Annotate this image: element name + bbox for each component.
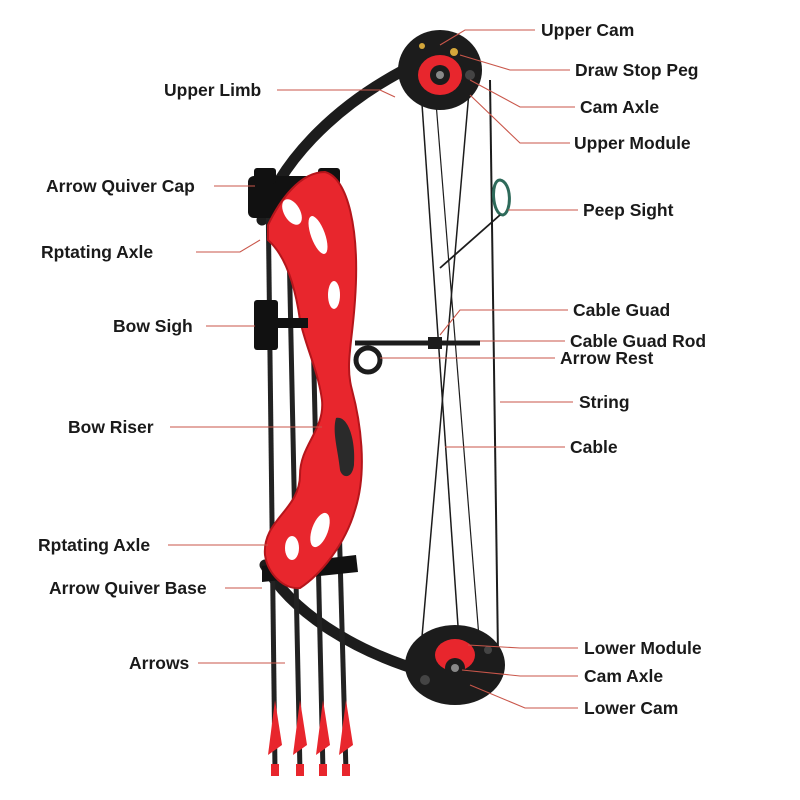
- bow-riser: [263, 170, 363, 590]
- riser-grip: [334, 417, 355, 477]
- leader-lines: [168, 29, 578, 709]
- label-upper-limb: Upper Limb: [164, 80, 261, 100]
- label-draw-stop-peg: Draw Stop Peg: [575, 60, 699, 80]
- arrow-fletching: [339, 700, 353, 755]
- label-arrow-rest: Arrow Rest: [560, 348, 654, 368]
- cable-2: [419, 79, 471, 661]
- bow-string: [489, 79, 499, 656]
- peep-sight: [439, 178, 511, 269]
- string-and-cables: [419, 74, 499, 661]
- label-cable: Cable: [570, 437, 618, 457]
- arrow-fletching: [316, 700, 330, 755]
- label-rotating-axle-top: Rptating Axle: [41, 242, 153, 262]
- arrow-fletching: [293, 700, 307, 755]
- label-arrow-quiver-base: Arrow Quiver Base: [49, 578, 207, 598]
- label-cable-guard-rod: Cable Guad Rod: [570, 331, 706, 351]
- label-lower-cam: Lower Cam: [584, 698, 678, 718]
- label-string: String: [579, 392, 630, 412]
- upper-cam: [398, 30, 482, 110]
- arrow-fletching: [268, 700, 282, 755]
- label-arrow-quiver-cap: Arrow Quiver Cap: [46, 176, 195, 196]
- label-cam-axle-top: Cam Axle: [580, 97, 659, 117]
- label-rotating-axle-bottom: Rptating Axle: [38, 535, 150, 555]
- label-upper-module: Upper Module: [574, 133, 691, 153]
- lower-limb: [259, 559, 431, 678]
- label-cable-guard: Cable Guad: [573, 300, 670, 320]
- bow-sight: [254, 300, 308, 350]
- cable-guard-rod: [355, 337, 480, 349]
- cable-1: [419, 74, 461, 656]
- label-cam-axle-bottom: Cam Axle: [584, 666, 663, 686]
- label-bow-riser: Bow Riser: [68, 417, 154, 437]
- draw-stop-peg: [450, 48, 458, 56]
- label-peep-sight: Peep Sight: [583, 200, 674, 220]
- label-upper-cam: Upper Cam: [541, 20, 634, 40]
- arrow-rest: [353, 345, 383, 375]
- lower-cam: [405, 625, 505, 705]
- cable-3: [434, 89, 481, 651]
- label-arrows: Arrows: [129, 653, 190, 673]
- label-lower-module: Lower Module: [584, 638, 702, 658]
- label-bow-sight: Bow Sigh: [113, 316, 193, 336]
